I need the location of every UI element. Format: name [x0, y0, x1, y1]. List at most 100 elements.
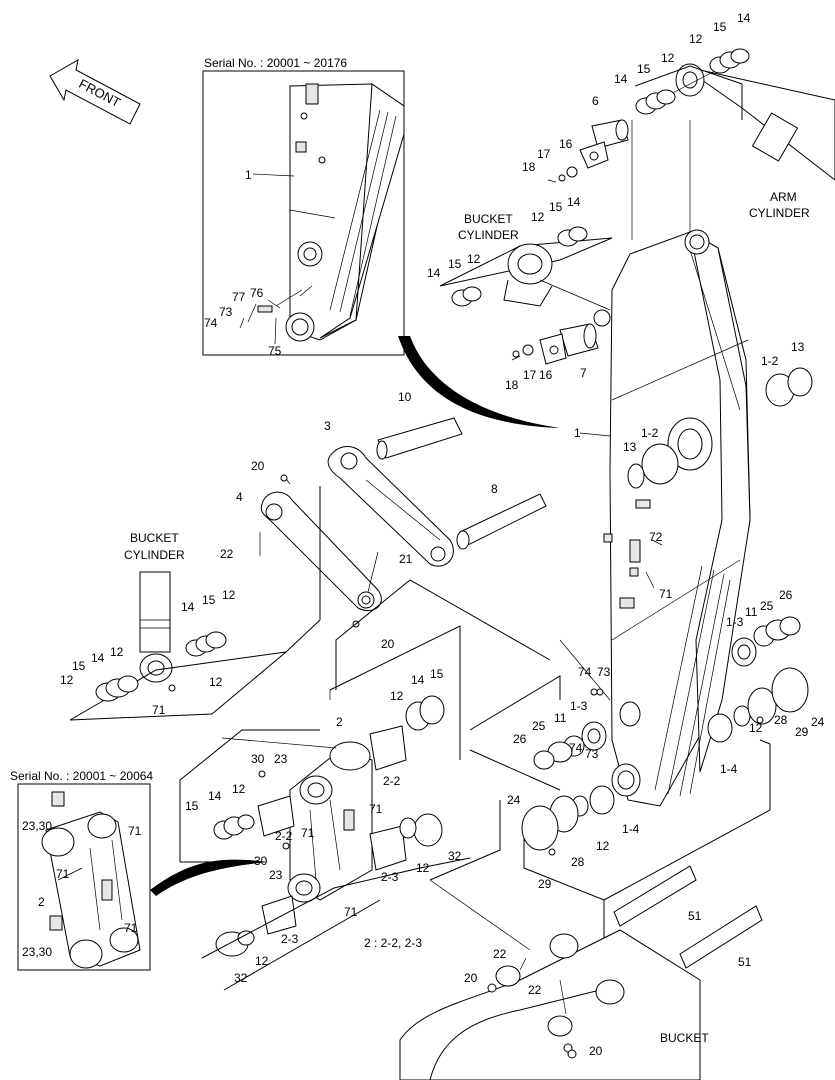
callout-37: 1-3 [726, 615, 744, 629]
callout-15: 12 [467, 252, 481, 266]
pin-bosses [521, 367, 813, 856]
callout-50: 15 [430, 667, 444, 681]
callout-0: 14 [737, 11, 751, 25]
callout-12: 14 [567, 195, 581, 209]
callout-48: 73 [597, 665, 611, 679]
callout-68: 14 [208, 789, 222, 803]
inset-top-connector [398, 336, 560, 428]
callout-1: 15 [713, 20, 727, 34]
inset-bottom-connector [150, 859, 268, 896]
callout-87: 51 [738, 955, 752, 969]
callout-26: 3 [324, 419, 331, 433]
pin-10 [376, 417, 463, 460]
callout-93: 20 [589, 1044, 603, 1058]
callout-99: 23,30 [22, 945, 52, 959]
callout-6: 6 [592, 94, 599, 108]
callout-2: 12 [689, 32, 703, 46]
bucket-cylinder-top-label-line1: BUCKET [464, 212, 513, 226]
callout-103: 73 [219, 305, 233, 319]
callout-79: 28 [571, 855, 585, 869]
callout-51: 12 [390, 689, 404, 703]
callout-4: 15 [637, 62, 651, 76]
callout-83: 29 [538, 877, 552, 891]
callout-73: 2-2 [275, 829, 293, 843]
inset-top-serial: Serial No. : 20001 ~ 20176 [204, 56, 347, 70]
callout-97: 2 [38, 895, 45, 909]
callout-8: 17 [537, 147, 551, 161]
callout-98: 71 [124, 921, 138, 935]
callout-38: 14 [181, 600, 195, 614]
callout-100: 1 [245, 168, 252, 182]
callout-72: 24 [507, 793, 521, 807]
callout-67: 15 [185, 799, 199, 813]
callout-10: 12 [531, 210, 545, 224]
callout-76: 12 [596, 839, 610, 853]
callout-44: 15 [72, 659, 86, 673]
sub-assembly-note: 2 : 2-2, 2-3 [364, 936, 422, 950]
link-4 [259, 474, 382, 628]
callout-92: 22 [528, 983, 542, 997]
bracket-2 [257, 725, 407, 935]
bucket-cylinder-top-label-line2: CYLINDER [458, 228, 519, 242]
callout-35: 25 [760, 599, 774, 613]
front-arrow: FRONT [49, 59, 141, 125]
callout-82: 2-3 [381, 870, 399, 884]
callout-80: 12 [416, 861, 430, 875]
bucket-cylinder-left [69, 571, 288, 721]
callout-33: 71 [659, 587, 673, 601]
callout-89: 12 [255, 954, 269, 968]
callout-25: 13 [623, 440, 637, 454]
callout-39: 15 [202, 593, 216, 607]
callout-69: 12 [232, 782, 246, 796]
labels: BUCKET CYLINDER BUCKET CYLINDER ARM CYLI… [124, 190, 810, 1045]
pin-8 [456, 493, 547, 550]
callout-60: 29 [795, 725, 809, 739]
callout-22: 10 [398, 390, 412, 404]
pin-6 [547, 119, 629, 183]
callout-3: 12 [661, 51, 675, 65]
callout-84: 71 [344, 905, 358, 919]
callout-5: 14 [614, 72, 628, 86]
callout-91: 32 [234, 971, 248, 985]
callout-88: 22 [493, 947, 507, 961]
callout-40: 12 [222, 588, 236, 602]
bucket-cylinder-left-label-line2: CYLINDER [124, 548, 185, 562]
callout-71: 71 [369, 802, 383, 816]
callout-105: 75 [268, 344, 282, 358]
callout-41: 20 [381, 637, 395, 651]
callout-21: 7 [580, 366, 587, 380]
callout-96: 71 [56, 867, 70, 881]
seal-rings-bracket [213, 695, 445, 957]
callout-54: 1-3 [570, 699, 588, 713]
callout-16: 13 [791, 340, 805, 354]
callout-52: 24 [811, 715, 825, 729]
callout-23: 1 [574, 426, 581, 440]
callout-34: 26 [779, 588, 793, 602]
callout-30: 72 [649, 530, 663, 544]
callout-65: 73 [585, 747, 599, 761]
callout-32: 21 [399, 552, 413, 566]
arm-cylinder [631, 59, 835, 240]
callout-70: 2-2 [383, 774, 401, 788]
callout-56: 25 [532, 719, 546, 733]
callout-31: 22 [220, 547, 234, 561]
inset-bottom-serial: Serial No. : 20001 ~ 20064 [10, 769, 153, 783]
callout-66: 1-4 [720, 762, 738, 776]
callout-45: 12 [60, 673, 74, 687]
callout-81: 23 [269, 868, 283, 882]
callout-74: 71 [301, 826, 315, 840]
callout-77: 30 [254, 854, 268, 868]
inset-top: Serial No. : 20001 ~ 20176 [202, 56, 405, 356]
callout-11: 15 [549, 200, 563, 214]
pin-7 [511, 323, 599, 365]
callout-18: 18 [505, 378, 519, 392]
callout-58: 26 [513, 732, 527, 746]
callout-90: 20 [464, 971, 478, 985]
callout-27: 20 [251, 459, 265, 473]
arm-cylinder-label-line2: CYLINDER [749, 206, 810, 220]
callout-49: 14 [411, 673, 425, 687]
arm-assembly [579, 229, 751, 807]
link-3 [327, 446, 454, 567]
